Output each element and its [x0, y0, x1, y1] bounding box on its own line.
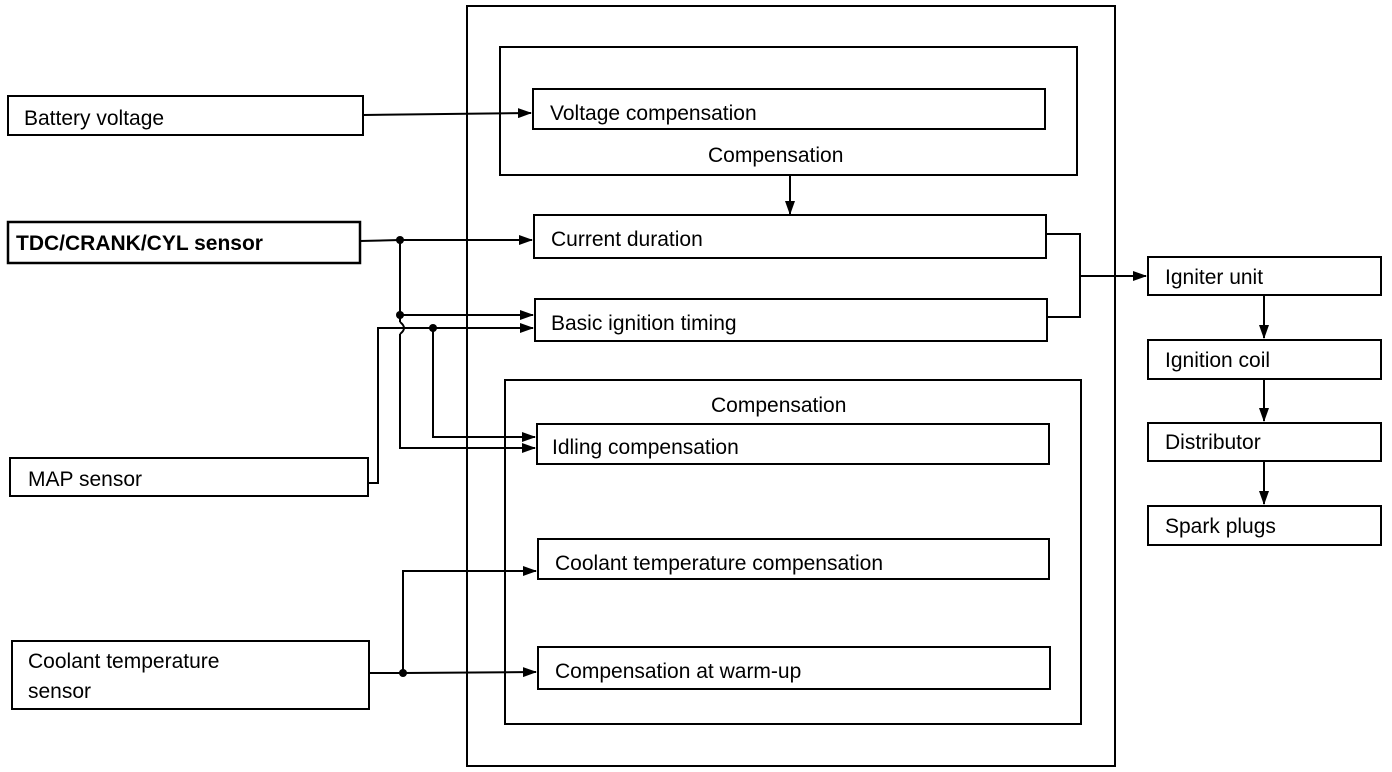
spark-plugs-box — [1147, 505, 1382, 546]
battery-voltage-box — [7, 95, 364, 136]
coolant-temperature-compensation-label: Coolant temperature compensation — [555, 552, 883, 575]
igniter-unit-label: Igniter unit — [1165, 266, 1263, 289]
compensation-at-warmup-label: Compensation at warm-up — [555, 660, 801, 683]
upper-compensation-label: Compensation — [708, 144, 843, 167]
spark-plugs-label: Spark plugs — [1165, 515, 1276, 538]
connector-lines — [359, 108, 1269, 678]
map-sensor-label: MAP sensor — [28, 468, 142, 491]
distributor-label: Distributor — [1165, 431, 1261, 454]
lower-compensation-group — [504, 379, 1082, 725]
coolant-sensor-label-line1: Coolant temperature — [28, 650, 219, 673]
coolant-sensor-box — [11, 640, 370, 710]
ecu-outer-box — [466, 5, 1116, 767]
compensation-at-warmup-box — [537, 646, 1051, 690]
map-sensor-box — [9, 457, 369, 497]
coolant-sensor-label-line2: sensor — [28, 680, 91, 703]
voltage-compensation-label: Voltage compensation — [550, 102, 757, 125]
junction-dots — [396, 236, 437, 677]
upper-compensation-group — [499, 46, 1078, 176]
ignition-coil-label: Ignition coil — [1165, 349, 1270, 372]
idling-compensation-box — [536, 423, 1050, 465]
tdc-sensor-box — [6, 220, 362, 265]
lower-compensation-label: Compensation — [711, 394, 846, 417]
coolant-temperature-compensation-box — [537, 538, 1050, 580]
current-duration-box — [533, 214, 1047, 259]
basic-ignition-timing-label: Basic ignition timing — [551, 312, 737, 335]
idling-compensation-label: Idling compensation — [552, 436, 739, 459]
tdc-sensor-label: TDC/CRANK/CYL sensor — [16, 232, 263, 255]
labels: Battery voltage TDC/CRANK/CYL sensor MAP… — [16, 102, 1276, 703]
current-duration-label: Current duration — [551, 228, 703, 251]
basic-ignition-timing-box — [534, 298, 1048, 342]
voltage-compensation-box — [532, 88, 1046, 130]
battery-voltage-label: Battery voltage — [24, 107, 164, 130]
